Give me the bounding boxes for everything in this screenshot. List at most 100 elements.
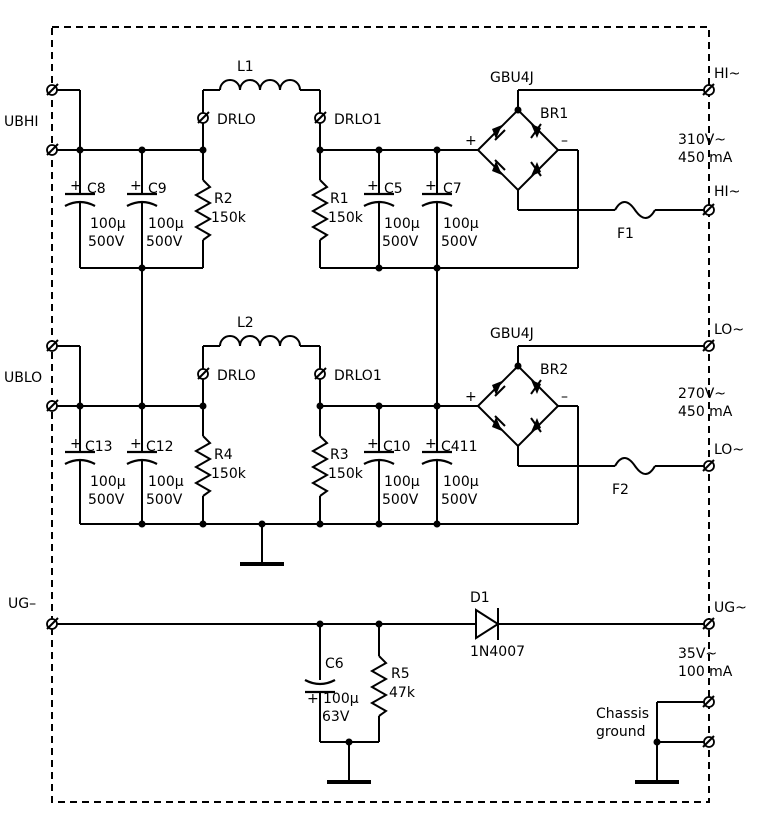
c9-voltage: 500V <box>146 234 183 250</box>
label-ug-minus: UG– <box>8 596 36 612</box>
r3-value: 150k <box>328 466 364 482</box>
c13-label: C13 <box>85 439 113 455</box>
c13-voltage: 500V <box>88 492 125 508</box>
rating-ug-voltage: 35V~ <box>678 646 717 662</box>
br1-plus: + <box>465 133 477 149</box>
terminal-drlo1-top <box>314 111 327 124</box>
c7-plus: + <box>425 178 437 194</box>
r4-value: 150k <box>211 466 247 482</box>
bridge-rectifier-br1: + – BR1 GBU4J <box>465 70 579 268</box>
capacitor-c8: + C8 100µ 500V <box>64 150 126 268</box>
resistor-r4: R4 150k <box>193 406 247 524</box>
r5-value: 47k <box>389 685 416 701</box>
c10-plus: + <box>367 436 379 452</box>
c8-voltage: 500V <box>88 234 125 250</box>
f2-label: F2 <box>612 482 629 498</box>
resistor-r2: R2 150k <box>193 150 247 268</box>
resistor-r5: R5 47k <box>369 624 416 742</box>
r1-value: 150k <box>328 210 364 226</box>
c9-plus: + <box>130 178 142 194</box>
br2-minus: – <box>561 389 568 405</box>
terminal-ubhi-1 <box>46 83 59 96</box>
c8-label: C8 <box>87 181 106 197</box>
inductor-l2 <box>219 335 301 347</box>
terminal-chassis-1 <box>702 695 715 708</box>
label-hi-1: HI~ <box>714 66 740 82</box>
c7-value: 100µ <box>443 216 479 232</box>
c411-label: C411 <box>441 439 478 455</box>
label-lo-2: LO~ <box>714 442 744 458</box>
capacitor-c12: + C12 100µ 500V <box>126 406 184 524</box>
capacitor-c9: + C9 100µ 500V <box>126 150 184 268</box>
r4-label: R4 <box>214 447 233 463</box>
capacitor-c411: + C411 100µ 500V <box>421 406 479 524</box>
c8-plus: + <box>70 178 82 194</box>
br2-label: BR2 <box>540 362 568 378</box>
c9-label: C9 <box>148 181 167 197</box>
capacitor-c6: C6 + 100µ 63V <box>304 624 359 742</box>
capacitor-c13: + C13 100µ 500V <box>64 406 126 524</box>
lower-supply: + C13 100µ 500V + C12 100µ 500V R4 150k <box>52 315 709 566</box>
terminal-drlo-top <box>197 111 210 124</box>
rating-lo-current: 450 mA <box>678 404 733 420</box>
fuse-f2 <box>614 457 656 475</box>
c13-value: 100µ <box>90 474 126 490</box>
diode-d1 <box>475 608 500 640</box>
terminal-ublo-2 <box>46 399 59 412</box>
r2-label: R2 <box>214 191 233 207</box>
terminal-ug-tilde <box>702 617 715 630</box>
label-ubhi: UBHI <box>4 114 39 130</box>
enclosure-frame <box>51 26 710 803</box>
r1-label: R1 <box>330 191 349 207</box>
br2-part: GBU4J <box>490 326 534 342</box>
c6-value: 100µ <box>323 691 359 707</box>
c12-label: C12 <box>146 439 174 455</box>
c7-voltage: 500V <box>441 234 478 250</box>
terminal-hi-1 <box>702 83 715 96</box>
c5-label: C5 <box>384 181 403 197</box>
terminal-ug-minus <box>46 617 59 630</box>
resistor-r1: R1 150k <box>310 150 364 268</box>
terminal-ublo-1 <box>46 339 59 352</box>
c12-voltage: 500V <box>146 492 183 508</box>
rating-hi-voltage: 310V~ <box>678 132 726 148</box>
label-ug-tilde: UG~ <box>714 600 747 616</box>
c12-value: 100µ <box>148 474 184 490</box>
junction-dots <box>76 106 661 746</box>
l2-label: L2 <box>237 315 254 331</box>
terminal-hi-2 <box>702 203 715 216</box>
f1-label: F1 <box>617 226 634 242</box>
capacitor-c5: + C5 100µ 500V <box>363 150 420 268</box>
terminal-lo-1 <box>702 339 715 352</box>
bridge-rectifier-br2: + – BR2 GBU4J <box>465 326 579 524</box>
c10-label: C10 <box>383 439 411 455</box>
label-ublo: UBLO <box>4 370 42 386</box>
net-drlo1-top: DRLO1 <box>334 112 382 128</box>
rating-lo-voltage: 270V~ <box>678 386 726 402</box>
c13-plus: + <box>70 436 82 452</box>
top-supply: + C8 100µ 500V + C9 100µ 500V R2 150k <box>52 59 709 406</box>
fuse-f1 <box>614 201 656 219</box>
resistor-r3: R3 150k <box>310 406 364 524</box>
c5-plus: + <box>367 178 379 194</box>
chassis-label-line1: Chassis <box>596 706 649 722</box>
br1-part: GBU4J <box>490 70 534 86</box>
inductor-l1 <box>219 79 301 91</box>
c9-value: 100µ <box>148 216 184 232</box>
br1-label: BR1 <box>540 106 568 122</box>
net-drlo-top: DRLO <box>217 112 256 128</box>
br2-plus: + <box>465 389 477 405</box>
terminals <box>46 83 715 748</box>
terminal-drlo-bottom <box>197 367 210 380</box>
c5-voltage: 500V <box>382 234 419 250</box>
label-hi-2: HI~ <box>714 184 740 200</box>
rating-hi-current: 450 mA <box>678 150 733 166</box>
r5-label: R5 <box>391 666 410 682</box>
net-drlo1-bottom: DRLO1 <box>334 368 382 384</box>
rating-ug-current: 100 mA <box>678 664 733 680</box>
c411-voltage: 500V <box>441 492 478 508</box>
c8-value: 100µ <box>90 216 126 232</box>
br1-minus: – <box>561 133 568 149</box>
d1-label: D1 <box>470 590 490 606</box>
